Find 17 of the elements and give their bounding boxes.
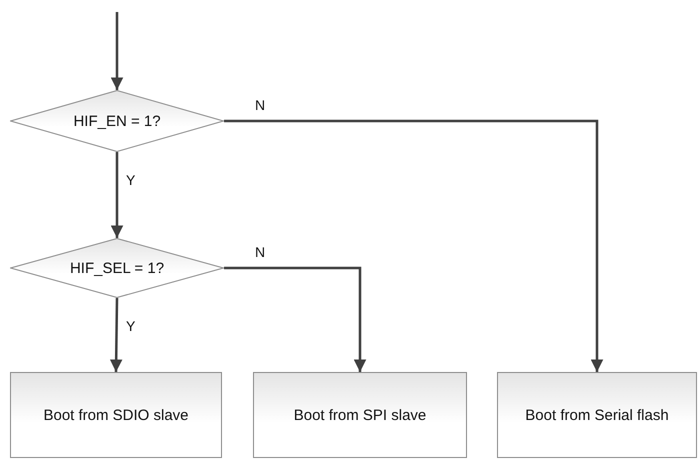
edge-label: N xyxy=(254,244,266,260)
process-box xyxy=(497,372,697,458)
node-text: HIF_EN = 1? xyxy=(73,112,161,130)
process-box xyxy=(253,372,467,458)
node-text: HIF_SEL = 1? xyxy=(70,260,164,276)
arrow xyxy=(110,152,124,238)
arrow xyxy=(110,12,124,90)
arrow xyxy=(224,266,366,372)
arrow xyxy=(224,120,604,372)
node-text: Boot from SDIO slave xyxy=(43,406,189,424)
node-text: Boot from Serial flash xyxy=(525,406,669,424)
edge-label: Y xyxy=(125,172,136,188)
process-box xyxy=(10,372,222,458)
node-text: Boot from SPI slave xyxy=(294,406,426,424)
edge-label: Y xyxy=(125,318,136,334)
edge-label: N xyxy=(254,97,266,113)
arrow xyxy=(110,298,122,372)
